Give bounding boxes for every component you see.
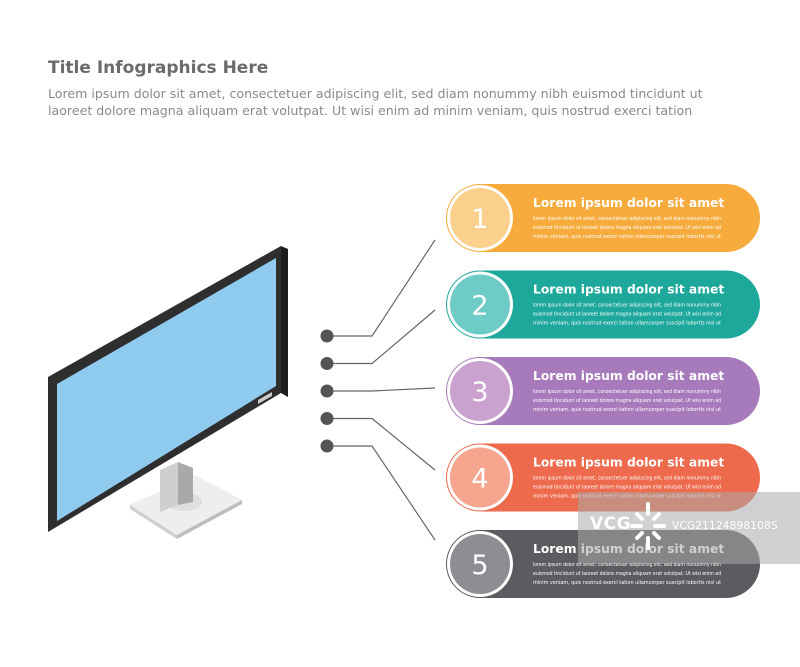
item-card-2: 2 Lorem ipsum dolor sit amet lorem ipsum d… [446, 270, 760, 339]
item-body-line: euismod tincidunt ut laoreet dolore magn… [533, 312, 721, 318]
item-heading: Lorem ipsum dolor sit amet [533, 456, 724, 470]
item-number-circle [450, 447, 510, 508]
connector-line-3 [327, 387, 436, 392]
item-card-3: 3 Lorem ipsum dolor sit amet lorem ipsum d… [446, 357, 760, 425]
connector-line-4 [327, 417, 436, 471]
watermark-logo: VCG [590, 514, 632, 534]
item-body-line: euismod tincidunt ut laoreet dolore magn… [533, 571, 721, 577]
page-title: Title Infographics Here [48, 58, 269, 78]
watermark-burst-icon [630, 502, 666, 550]
item-body-line: euismod tincidunt ut laoreet dolore magn… [533, 398, 721, 404]
item-number: 1 [471, 204, 488, 235]
item-body-line: lorem ipsum dolor sit amet, consectetuer… [533, 389, 721, 395]
connector-dot-3 [320, 384, 334, 398]
connector-dot-1 [320, 329, 334, 343]
connector-lines [320, 239, 436, 541]
connector-line-5 [327, 445, 436, 541]
monitor-base-edge [130, 505, 177, 539]
monitor-base-edge-right [177, 500, 242, 539]
watermark-text: VCG21124898108S [672, 520, 778, 532]
item-body-line: lorem ipsum dolor sit amet, consectetuer… [533, 303, 721, 309]
item-body-line: lorem ipsum dolor sit amet, consectetuer… [533, 476, 721, 482]
item-number: 2 [471, 291, 488, 322]
item-number: 5 [471, 550, 488, 581]
item-body-line: lorem ipsum dolor sit amet, consectetuer… [533, 216, 721, 222]
item-number-circle [450, 274, 510, 335]
item-card-background [446, 357, 760, 425]
item-number: 3 [471, 377, 488, 408]
item-number: 4 [471, 464, 488, 495]
page-subtitle: Lorem ipsum dolor sit amet, consectetuer… [48, 86, 703, 118]
item-heading: Lorem ipsum dolor sit amet [533, 369, 724, 383]
item-body-line: euismod tincidunt ut laoreet dolore magn… [533, 225, 721, 231]
item-heading: Lorem ipsum dolor sit amet [533, 196, 724, 210]
item-body-line: minim veniam, quis nostrud exerci tation… [533, 407, 722, 413]
watermark: VCG VCG21124898108S [578, 492, 800, 564]
connector-dot-2 [320, 357, 334, 370]
monitor-stand-side [178, 462, 193, 505]
connector-dot-4 [320, 412, 334, 425]
monitor-brand-tag [258, 392, 272, 404]
monitor-bezel-side [281, 246, 288, 397]
item-number-circle [450, 188, 510, 248]
monitor-stand-front [160, 462, 178, 512]
item-body-line: minim veniam, quis nostrud exerci tation… [533, 234, 722, 240]
item-card-background [446, 270, 760, 339]
monitor-illustration [48, 246, 288, 539]
item-body-line: euismod tincidunt ut laoreet dolore magn… [533, 485, 721, 491]
connector-line-1 [327, 239, 436, 337]
connector-dot-5 [320, 439, 334, 453]
item-card-1: 1 Lorem ipsum dolor sit amet lorem ipsum d… [446, 184, 760, 252]
item-card-background [446, 184, 760, 252]
connector-line-2 [327, 309, 436, 365]
monitor-screen [57, 258, 276, 521]
item-body-line: minim veniam, quis nostrud exerci tation… [533, 321, 722, 327]
item-body-line: lorem ipsum dolor sit amet, consectetuer… [533, 562, 721, 568]
item-number-circle [450, 361, 510, 421]
item-heading: Lorem ipsum dolor sit amet [533, 283, 724, 297]
item-number-circle [450, 534, 510, 594]
item-body-line: minim veniam, quis nostrud exerci tation… [533, 580, 722, 586]
